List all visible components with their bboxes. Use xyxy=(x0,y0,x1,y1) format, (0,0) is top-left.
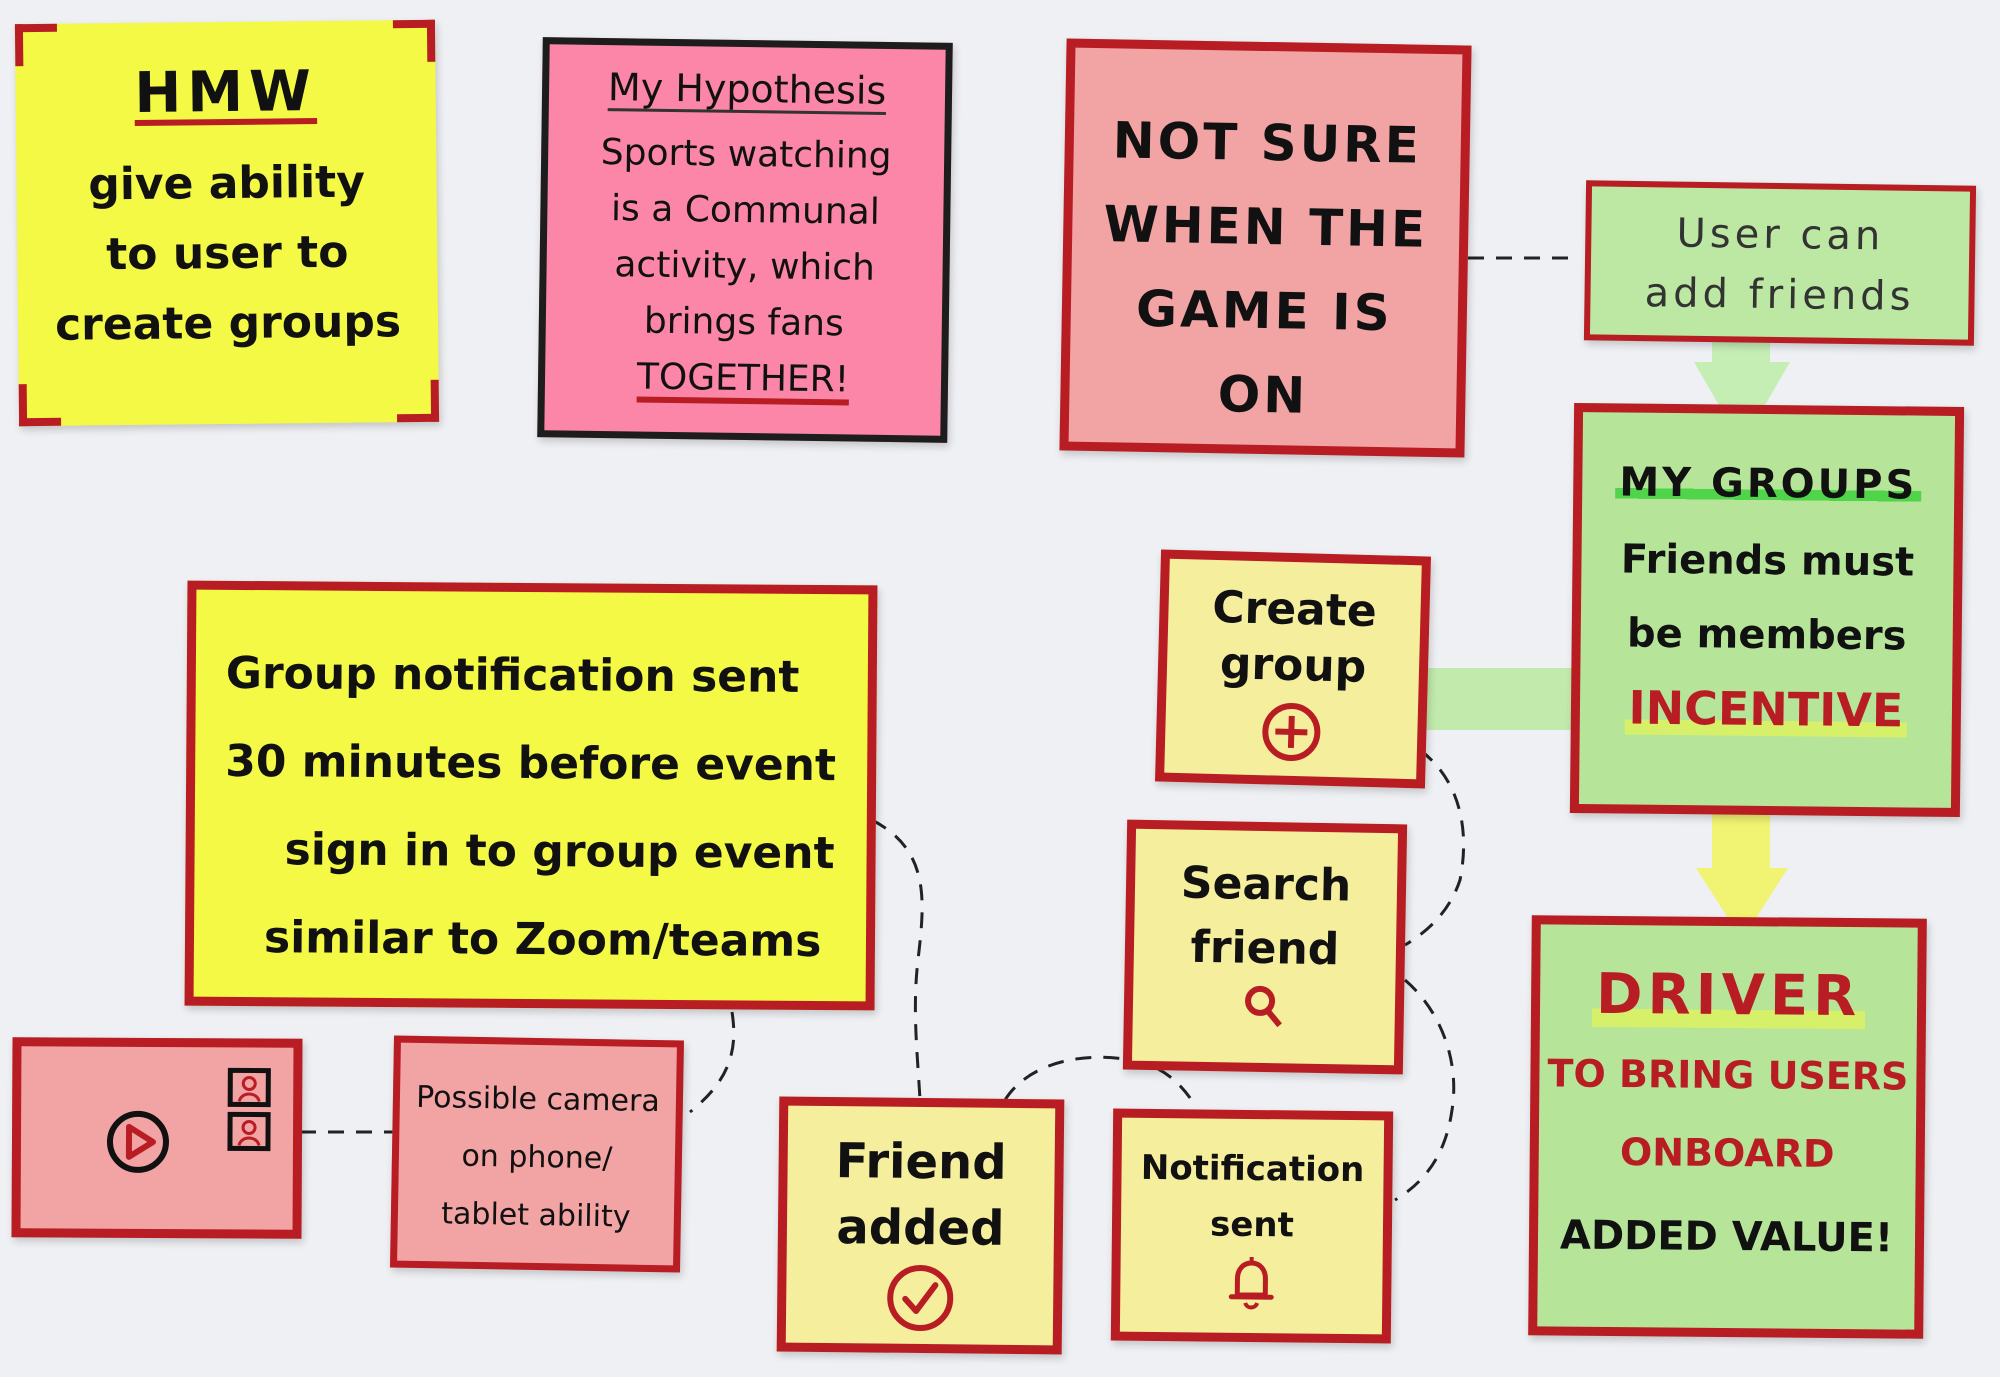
note-video xyxy=(11,1037,303,1239)
hmw-line-3: create groups xyxy=(54,296,402,351)
note-my-groups: MY GROUPS Friends must be members INCENT… xyxy=(1569,402,1965,818)
add-friends-line-1: User can xyxy=(1676,210,1885,260)
note-group-notification: Group notification sent 30 minutes befor… xyxy=(184,580,878,1011)
notification-sent-line-1: Notification xyxy=(1140,1147,1365,1191)
not-sure-line-2: WHEN THE xyxy=(1103,195,1429,259)
corner-mark xyxy=(18,383,62,427)
hypothesis-line-3: activity, which xyxy=(614,244,876,289)
search-friend-line-1: Search xyxy=(1180,857,1352,912)
group-notification-line-4: similar to Zoom/teams xyxy=(263,912,822,968)
search-friend-line-2: friend xyxy=(1190,921,1340,976)
camera-line-2: on phone/ xyxy=(461,1138,613,1177)
not-sure-line-3: GAME IS xyxy=(1135,279,1394,343)
not-sure-line-1: NOT SURE xyxy=(1112,111,1423,175)
hypothesis-line-2: is a Communal xyxy=(610,188,881,233)
play-circle-icon xyxy=(106,1110,169,1173)
friend-added-line-2: added xyxy=(836,1199,1005,1257)
add-friends-line-2: add friends xyxy=(1644,270,1915,320)
group-notification-line-1: Group notification sent xyxy=(225,647,800,703)
bell-icon xyxy=(1228,1256,1274,1310)
connector-notification-to-camera xyxy=(689,1011,736,1114)
driver-title-text: DRIVER xyxy=(1591,961,1866,1030)
driver-title: DRIVER xyxy=(1540,954,1918,1037)
search-icon xyxy=(1245,985,1282,1028)
note-notification-sent: Notification sent xyxy=(1110,1108,1394,1344)
driver-line-1: TO BRING USERS xyxy=(1547,1051,1909,1099)
note-hypothesis: My Hypothesis Sports watching is a Commu… xyxy=(537,37,953,443)
note-search-friend: Search friend xyxy=(1122,819,1408,1075)
hypothesis-title: My Hypothesis xyxy=(607,65,887,113)
person-frame-icon xyxy=(227,1111,271,1152)
note-create-group: Create group xyxy=(1155,549,1431,789)
corner-mark xyxy=(396,379,440,423)
note-friend-added: Friend added xyxy=(776,1096,1065,1355)
hypothesis-line-4: brings fans xyxy=(643,300,845,345)
friend-added-line-1: Friend xyxy=(835,1133,1007,1191)
note-camera: Possible camera on phone/ tablet ability xyxy=(389,1035,685,1273)
my-groups-title: MY GROUPS xyxy=(1582,452,1955,516)
hmw-line-2: to user to xyxy=(105,226,349,281)
corner-mark xyxy=(392,19,436,63)
note-not-sure: NOT SURE WHEN THE GAME IS ON xyxy=(1059,38,1472,458)
create-group-line-2: group xyxy=(1219,638,1367,693)
driver-line-2: ONBOARD xyxy=(1619,1130,1835,1176)
hypothesis-emphasis: TOGETHER! xyxy=(636,356,850,401)
checkmark-circle-icon xyxy=(886,1264,953,1331)
note-add-friends: User can add friends xyxy=(1583,180,1977,346)
camera-line-1: Possible camera xyxy=(415,1079,661,1120)
my-groups-title-text: MY GROUPS xyxy=(1615,459,1922,509)
person-frame-icon xyxy=(227,1067,271,1108)
hmw-title: HMW xyxy=(134,59,318,126)
create-group-line-1: Create xyxy=(1211,581,1378,638)
camera-line-3: tablet ability xyxy=(441,1196,631,1235)
notification-sent-line-2: sent xyxy=(1209,1204,1295,1246)
corner-mark xyxy=(14,23,58,67)
plus-circle-icon xyxy=(1262,702,1321,761)
my-groups-line-2: be members xyxy=(1626,610,1907,660)
my-groups-emphasis: INCENTIVE xyxy=(1580,670,1953,748)
hypothesis-line-1: Sports watching xyxy=(600,131,892,178)
hmw-line-1: give ability xyxy=(88,156,366,211)
group-notification-line-3: sign in to group event xyxy=(284,824,835,880)
my-groups-emphasis-text: INCENTIVE xyxy=(1624,680,1908,738)
group-notification-line-2: 30 minutes before event xyxy=(225,735,837,792)
note-hmw: HMW give ability to user to create group… xyxy=(14,19,440,427)
note-driver: DRIVER TO BRING USERS ONBOARD ADDED VALU… xyxy=(1528,915,1927,1339)
not-sure-line-4: ON xyxy=(1217,365,1309,425)
my-groups-line-1: Friends must xyxy=(1620,536,1915,586)
driver-footer: ADDED VALUE! xyxy=(1559,1212,1894,1262)
connector-notification-to-friendadded xyxy=(871,818,924,1101)
